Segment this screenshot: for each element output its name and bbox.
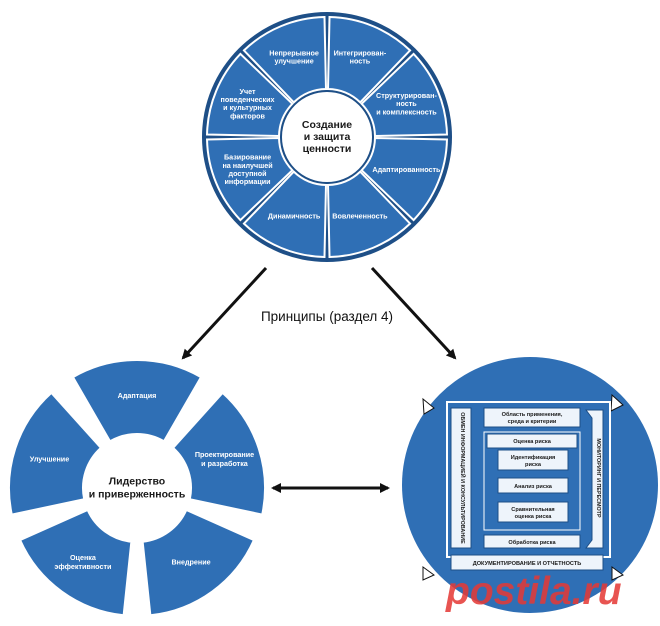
principle-segment — [360, 136, 448, 222]
analysis-box — [497, 477, 569, 494]
principle-segment — [242, 16, 328, 104]
principle-segment-label: информации — [224, 177, 270, 186]
framework-segments — [8, 359, 266, 617]
process-corner-marker — [611, 566, 624, 581]
process-corner-marker — [610, 393, 624, 412]
principle-segment-label: Вовлеченность — [332, 211, 388, 220]
principle-segment-label: и комплексность — [376, 107, 437, 116]
principle-segment-label: Структурирован- — [376, 91, 437, 100]
principle-segment-label: Учет — [240, 87, 257, 96]
analysis-label: Анализ риска — [514, 484, 553, 490]
principle-segment-label: Непрерывное — [269, 48, 319, 57]
principle-segment-label: факторов — [230, 111, 265, 120]
treatment-box — [483, 534, 581, 549]
scope-label-line-2: среда и критерии — [508, 419, 557, 425]
left-vertical-box — [450, 407, 472, 549]
identification-box — [497, 449, 569, 471]
process-corner-marker — [422, 566, 435, 581]
scope-label-line-1: Область применения, — [502, 411, 563, 418]
principle-segment — [206, 52, 294, 138]
framework-segment-label: Улучшение — [30, 455, 69, 464]
principle-segment-label: Интегрирован- — [334, 48, 387, 57]
principles-center-circle — [282, 92, 372, 182]
framework-segment-label: Адаптация — [118, 391, 157, 400]
framework-segment — [71, 359, 203, 443]
principle-segment — [242, 170, 328, 258]
assessment-label: Оценка риска — [513, 439, 552, 445]
scope-box — [483, 407, 581, 428]
framework-segment-label: и разработка — [201, 459, 249, 468]
framework-segment — [18, 508, 133, 617]
framework-segment-label: Внедрение — [171, 557, 210, 566]
principle-segment-label: ность — [350, 57, 371, 66]
principles-center-text: ценности — [303, 143, 352, 155]
identification-label-line-2: риска — [525, 462, 542, 468]
evaluation-label-line-2: оценка риска — [515, 514, 553, 520]
principle-segment — [360, 52, 448, 138]
identification-label-line-1: Идентификация — [511, 454, 556, 461]
process-wheel: ОБМЕН ИНФОРМАЦИЕЙ И КОНСУЛЬТИРОВАНИЕ МОН… — [402, 357, 658, 613]
right-vertical-box — [585, 409, 604, 549]
principle-segment-label: поведенческих — [221, 95, 275, 104]
principle-segment-label: улучшение — [274, 57, 313, 66]
right-vertical-label: МОНИТОРИНГ И ПЕРЕСМОТР — [595, 438, 601, 518]
principles-to-process-arrow — [370, 266, 457, 360]
principles-center-text: и защита — [304, 131, 351, 143]
principle-segment — [206, 136, 294, 222]
evaluation-box — [497, 501, 569, 523]
principles-to-framework-arrow — [181, 266, 268, 360]
framework-segment-label: эффективности — [54, 562, 111, 571]
principle-segment-label: доступной — [229, 169, 267, 178]
watermark: postila.ru — [445, 570, 622, 613]
framework-center-text: и приверженность — [89, 489, 186, 501]
bottom-label: ДОКУМЕНТИРОВАНИЕ И ОТЧЕТНОСТЬ — [473, 561, 582, 567]
principles-segment-labels: НепрерывноеулучшениеИнтегрирован-ностьСт… — [221, 48, 442, 220]
principle-segment-label: на наилучшей — [222, 161, 272, 170]
framework-segment-label: Проектирование — [195, 450, 254, 459]
assessment-header — [486, 433, 578, 449]
principle-segment-label: и культурных — [223, 103, 272, 112]
framework-segment — [8, 391, 103, 516]
process-corner-marker — [422, 397, 435, 415]
principles-center-text: Создание — [302, 119, 352, 131]
treatment-label: Обработка риска — [508, 539, 556, 546]
principles-connectors: Принципы (раздел 4) — [181, 266, 457, 360]
bottom-bar — [450, 554, 604, 571]
principle-segment-label: Адаптированность — [372, 165, 441, 174]
principle-segment — [326, 170, 412, 258]
framework-center-text: Лидерство — [109, 476, 165, 488]
principle-segment-label: ность — [396, 99, 417, 108]
framework-segment-label: Оценка — [70, 553, 97, 562]
principle-segment-label: Базирование — [224, 153, 271, 162]
principle-segment-label: Динамичность — [268, 211, 321, 220]
left-vertical-label: ОБМЕН ИНФОРМАЦИЕЙ И КОНСУЛЬТИРОВАНИЕ — [459, 412, 467, 544]
evaluation-label-line-1: Сравнительная — [511, 507, 554, 513]
principle-segment — [326, 16, 412, 104]
framework-segment — [171, 391, 266, 516]
principles-caption: Принципы (раздел 4) — [261, 309, 393, 324]
principles-segments — [206, 16, 448, 258]
framework-segment — [141, 508, 256, 617]
framework-center-circle — [87, 438, 187, 538]
